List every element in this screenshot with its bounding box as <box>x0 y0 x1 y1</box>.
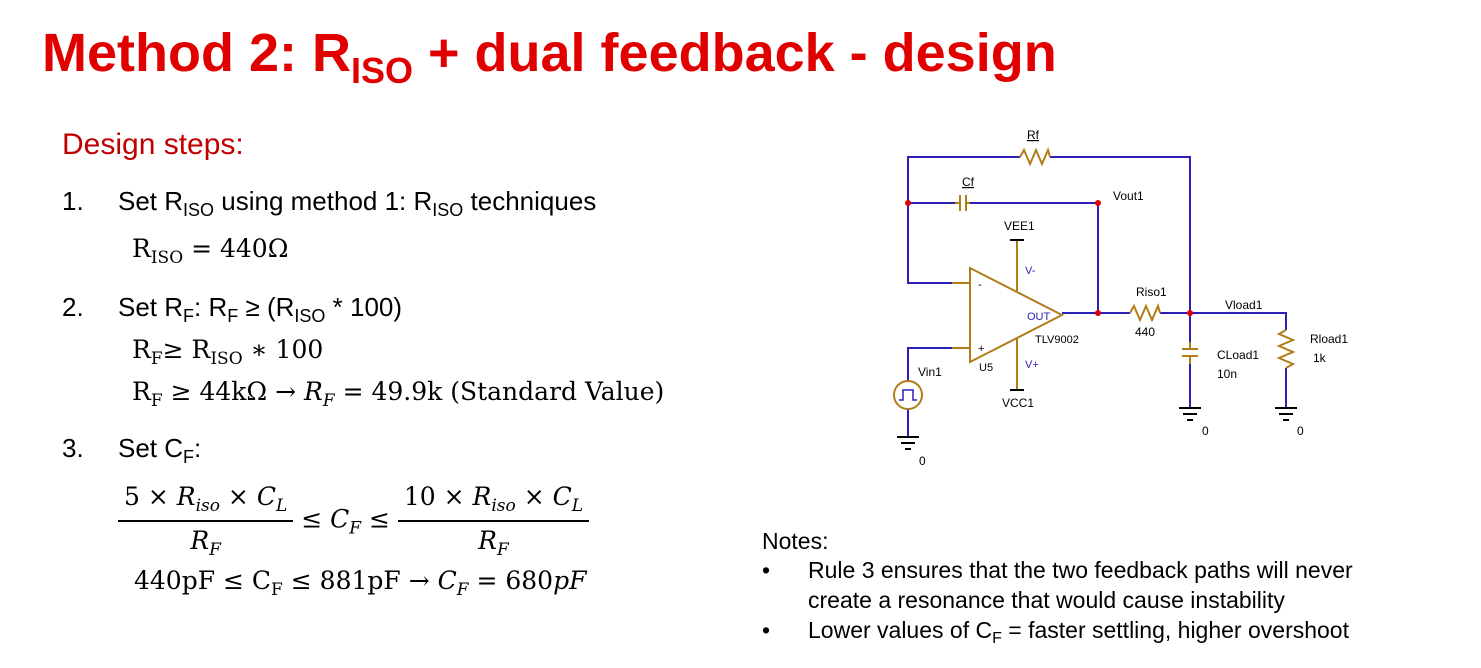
bullet-icon: • <box>762 617 771 643</box>
ground-icon <box>1275 407 1297 421</box>
opamp-ref-label: U5 <box>979 362 993 374</box>
opamp-plus-label: + <box>978 343 984 355</box>
design-steps-heading: Design steps: <box>62 128 244 161</box>
page-title: Method 2: RISO + dual feedback - design <box>42 23 1057 91</box>
riso-resistor: Riso1 440 <box>1129 285 1167 339</box>
opamp-minus-label: - <box>978 279 982 291</box>
cload-value: 10n <box>1217 367 1237 381</box>
rf-min-equation: RF≥ RISO ∗ 100 <box>132 335 324 369</box>
ground-label: 0 <box>1297 424 1304 438</box>
junction-nodes <box>905 200 1193 316</box>
opamp-u5: - + OUT TLV9002 U5 V- V+ VEE1 VCC1 <box>952 219 1079 410</box>
vin-source: Vin1 <box>893 365 942 410</box>
bullet-icon: • <box>762 557 771 583</box>
ground-label: 0 <box>919 454 926 468</box>
cf-label: Cf <box>962 175 975 189</box>
step-1-text: Set RISO using method 1: RISO techniques <box>118 186 597 220</box>
note-item-1: Rule 3 ensures that the two feedback pat… <box>808 557 1353 613</box>
cf-capacitor: Cf <box>955 175 975 211</box>
cf-result-equation: 440pF ≤ CF ≤ 881pF → CF = 680pF <box>134 566 587 600</box>
cf-upper-fraction: 10 × Riso × CL RF <box>397 482 590 560</box>
note-item-2: Lower values of CF = faster settling, hi… <box>808 617 1349 647</box>
cf-lower-fraction: 5 × Riso × CL RF <box>118 482 294 560</box>
riso-value: 440 <box>1135 325 1155 339</box>
rf-value-equation: RF ≥ 44kΩ → RF = 49.9k (Standard Value) <box>132 377 665 411</box>
schematic-wires <box>907 156 1287 437</box>
riso-label: Riso1 <box>1136 285 1167 299</box>
opamp-part-label: TLV9002 <box>1035 334 1079 346</box>
riso-equation: RISO = 440Ω <box>132 234 289 268</box>
vout-label: Vout1 <box>1113 189 1144 203</box>
opamp-out-label: OUT <box>1027 311 1051 323</box>
ground-label: 0 <box>1202 424 1209 438</box>
step-3-text: Set CF: <box>118 433 202 467</box>
step-2-text: Set RF: RF ≥ (RISO * 100) <box>118 292 403 326</box>
step-3-number: 3. <box>62 433 84 463</box>
rf-label: Rf <box>1027 128 1040 142</box>
step-1-number: 1. <box>62 186 84 216</box>
vminus-label: V- <box>1025 265 1036 277</box>
notes-heading: Notes: <box>762 528 829 554</box>
cf-inequality: 5 × Riso × CL RF ≤ CF ≤ 10 × Riso × CL R… <box>118 482 590 560</box>
rload-value: 1k <box>1313 351 1327 365</box>
ground-icon <box>897 436 919 450</box>
cload-capacitor: CLoad1 10n <box>1182 342 1259 381</box>
vin-label: Vin1 <box>918 365 942 379</box>
step-2-number: 2. <box>62 292 84 322</box>
rload-resistor: Rload1 1k <box>1276 329 1348 369</box>
rload-label: Rload1 <box>1310 332 1348 346</box>
rf-resistor: Rf <box>1019 128 1051 167</box>
vload-label: Vload1 <box>1225 298 1263 312</box>
cload-label: CLoad1 <box>1217 348 1259 362</box>
vcc-label: VCC1 <box>1002 396 1034 410</box>
ground-icon <box>1179 407 1201 421</box>
vee-label: VEE1 <box>1004 219 1035 233</box>
vplus-label: V+ <box>1025 359 1039 371</box>
